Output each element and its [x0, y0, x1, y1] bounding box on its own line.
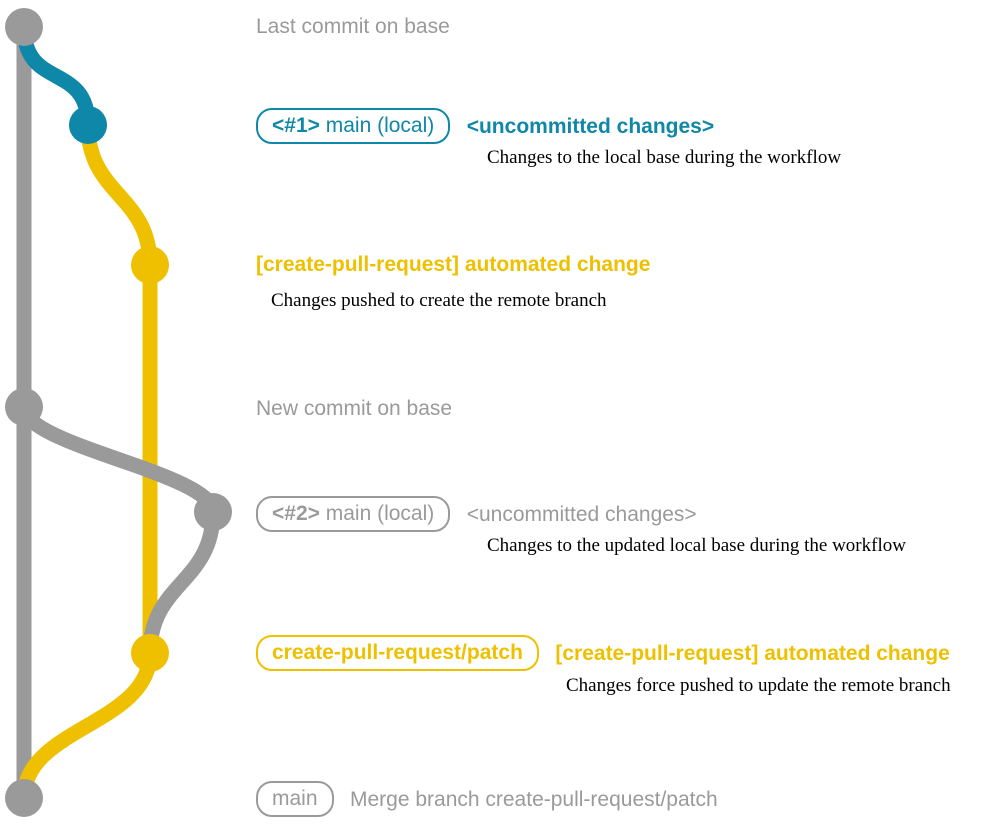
commit-note-automated-change-2: Changes force pushed to update the remot…	[566, 675, 951, 696]
node-last-commit-on-base[interactable]	[5, 8, 43, 46]
commit-subject-automated-change-1: [create-pull-request] automated change	[256, 253, 651, 276]
annotation-last-commit-on-base: Last commit on base	[256, 16, 450, 38]
branch-badge-local-main-1[interactable]: <#1> main (local)	[256, 108, 451, 144]
annotation-merge-commit: main Merge branch create-pull-request/pa…	[256, 781, 718, 817]
node-merge-commit[interactable]	[5, 779, 43, 817]
node-new-commit-on-base[interactable]	[5, 388, 43, 426]
commit-subject-last-commit-on-base: Last commit on base	[256, 15, 450, 38]
commit-subject-new-commit-on-base: New commit on base	[256, 397, 453, 420]
commit-note-automated-change-1: Changes pushed to create the remote bran…	[271, 290, 607, 311]
annotation-new-commit-on-base: New commit on base	[256, 398, 452, 420]
annotation-automated-change-2: create-pull-request/patch [create-pull-r…	[256, 635, 950, 671]
commit-subject-automated-change-2: [create-pull-request] automated change	[555, 641, 950, 665]
annotation-automated-change-1: [create-pull-request] automated change	[256, 254, 650, 276]
commit-note-local-main-2: Changes to the updated local base during…	[487, 535, 906, 556]
branch-badge-create-pull-request-patch[interactable]: create-pull-request/patch	[256, 635, 539, 671]
annotation-local-main-1: <#1> main (local) <uncommitted changes>	[256, 108, 714, 144]
branch-badge-name-create-pull-request-patch: create-pull-request/patch	[272, 641, 523, 664]
edge-local-main-2-to-automated-2	[142, 504, 221, 661]
branch-badge-local-main-2[interactable]: <#2> main (local)	[256, 496, 451, 532]
branch-badge-main[interactable]: main	[256, 781, 334, 817]
edge-automated-2-to-merge	[16, 645, 158, 806]
commit-subject-local-main-2: <uncommitted changes>	[466, 502, 697, 526]
branch-badge-ref-local-main-2: <#2>	[272, 502, 320, 525]
commit-subject-local-main-1: <uncommitted changes>	[466, 114, 715, 138]
commit-note-local-main-1: Changes to the local base during the wor…	[487, 147, 842, 168]
branch-badge-ref-local-main-1: <#1>	[272, 114, 320, 137]
edge-local-main-1-to-automated-1	[80, 117, 158, 273]
branch-badge-name-main: main	[272, 787, 318, 810]
branch-badge-name-local-main-2: main (local)	[319, 502, 435, 525]
node-local-main-2[interactable]	[194, 493, 232, 531]
annotation-local-main-2: <#2> main (local) <uncommitted changes>	[256, 496, 697, 532]
branch-badge-name-local-main-1: main (local)	[319, 114, 435, 137]
node-automated-change-2[interactable]	[131, 634, 169, 672]
node-automated-change-1[interactable]	[131, 246, 169, 284]
node-local-main-1[interactable]	[69, 106, 107, 144]
commit-subject-merge-commit: Merge branch create-pull-request/patch	[349, 787, 718, 811]
